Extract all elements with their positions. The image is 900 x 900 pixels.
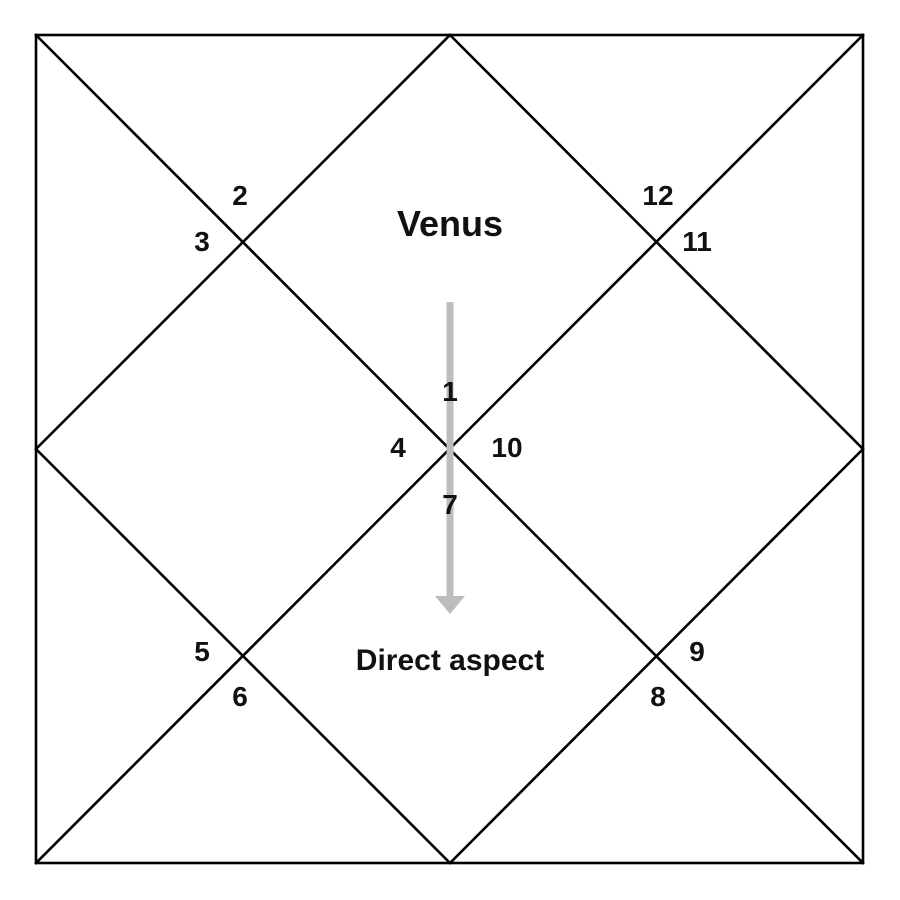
inner-diamond: [34, 33, 865, 865]
house-number-7: 7: [442, 489, 458, 520]
aspect-arrow: [435, 302, 465, 614]
house-number-3: 3: [194, 226, 210, 257]
house-number-8: 8: [650, 681, 666, 712]
house-number-1: 1: [442, 376, 458, 407]
house-number-9: 9: [689, 636, 705, 667]
house-number-5: 5: [194, 636, 210, 667]
house-number-10: 10: [491, 432, 522, 463]
house-number-2: 2: [232, 180, 248, 211]
aspect-arrow-head: [435, 596, 465, 614]
house-number-12: 12: [642, 180, 673, 211]
house-number-4: 4: [390, 432, 406, 463]
house-number-11: 11: [682, 226, 712, 257]
house-number-6: 6: [232, 681, 248, 712]
direct-aspect-label: Direct aspect: [356, 644, 544, 677]
planet-venus-label: Venus: [397, 203, 503, 244]
